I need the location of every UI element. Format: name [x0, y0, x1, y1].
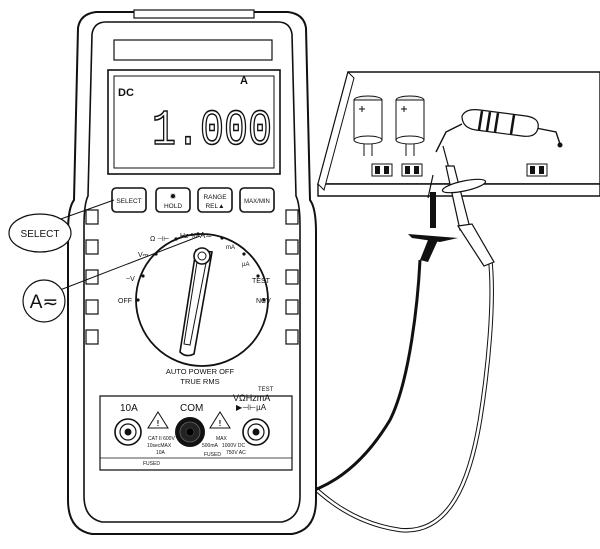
diode-terminal-label: ▶⊣⊢µA: [236, 403, 267, 412]
vac-rating-label: 750V AC: [226, 450, 246, 456]
dial-volt-dc-label: V⎓: [138, 252, 149, 259]
select-callout: SELECT: [8, 199, 115, 253]
dial-ohm-label: Ω ⊣⊢: [150, 236, 169, 243]
ten-a-fused-label: 10A: [156, 450, 166, 456]
red-probe: [441, 145, 495, 267]
dial-test-label: TEST: [252, 278, 271, 285]
rel-button-label: REL▲: [205, 203, 224, 210]
hold-button-label: HOLD: [164, 203, 182, 210]
com-terminal-label: COM: [180, 403, 203, 414]
select-button-label: SELECT: [116, 198, 141, 205]
dial-amp-label: A≂: [200, 231, 212, 240]
svg-text:!: !: [219, 419, 222, 428]
display-unit: A: [240, 75, 248, 87]
fused-left-label: FUSED: [143, 461, 160, 467]
capacitor-left-icon: [353, 95, 383, 156]
auto-power-off-label: AUTO POWER OFF: [166, 367, 235, 376]
select-callout-label: SELECT: [21, 229, 60, 240]
current-mode-callout-label: A≂: [30, 292, 59, 313]
svg-text:!: !: [157, 419, 160, 428]
test-label: TEST: [258, 387, 274, 393]
display-reading: 1.000: [152, 103, 272, 160]
dial-microamp-label: µA: [242, 262, 249, 268]
current-mode-callout: A≂: [22, 235, 201, 323]
select-button[interactable]: SELECT: [111, 187, 147, 213]
dial-volt-ac-label: ~V: [126, 276, 135, 283]
ma-rating-label: 500mA: [202, 443, 219, 449]
dial-labels: OFF ~V V⎓ Ω ⊣⊢ Hz % A≂ mA µA TEST NCV AU…: [118, 231, 271, 386]
maxmin-button[interactable]: MAX/MIN: [239, 187, 275, 213]
black-probe: [408, 174, 458, 262]
resistor-icon: [435, 109, 563, 153]
dial-ncv-label: NCV: [256, 298, 271, 305]
circuit-board: [317, 71, 600, 197]
max-label: MAX: [216, 436, 228, 442]
cat-rating-label: CAT II 600V: [148, 436, 175, 442]
range-button-label: RANGE: [203, 194, 227, 201]
vohm-terminal-label: VΩHzmA: [233, 393, 270, 403]
ten-a-terminal-label: 10A: [120, 403, 138, 414]
maxmin-button-label: MAX/MIN: [244, 199, 270, 205]
dial-off-label: OFF: [118, 298, 132, 305]
warning-icon: [209, 411, 231, 429]
ten-a-jack[interactable]: [114, 418, 142, 446]
hold-button[interactable]: ✹ HOLD: [155, 187, 191, 213]
fused-right-label: FUSED: [204, 452, 221, 458]
ten-sec-label: 10secMAX: [147, 443, 172, 449]
vdc-rating-label: 1000V DC: [222, 443, 245, 449]
dial-hz-label: Hz %: [180, 233, 197, 240]
vohm-jack[interactable]: [242, 418, 270, 446]
backlight-icon: ✹: [170, 192, 177, 201]
true-rms-label: TRUE RMS: [180, 377, 219, 386]
warning-icon: [147, 411, 169, 429]
display-mode: DC: [118, 87, 134, 99]
capacitor-right-icon: [395, 95, 425, 156]
com-jack[interactable]: [175, 417, 205, 447]
rotary-dial[interactable]: [135, 232, 269, 367]
lcd-display: DC A 1.000: [107, 69, 281, 175]
range-button[interactable]: RANGE REL▲: [197, 187, 233, 213]
button-row: SELECT ✹ HOLD RANGE REL▲ MAX/MIN: [111, 187, 275, 213]
solder-pads: [371, 163, 548, 177]
dial-milliamp-label: mA: [226, 245, 235, 251]
